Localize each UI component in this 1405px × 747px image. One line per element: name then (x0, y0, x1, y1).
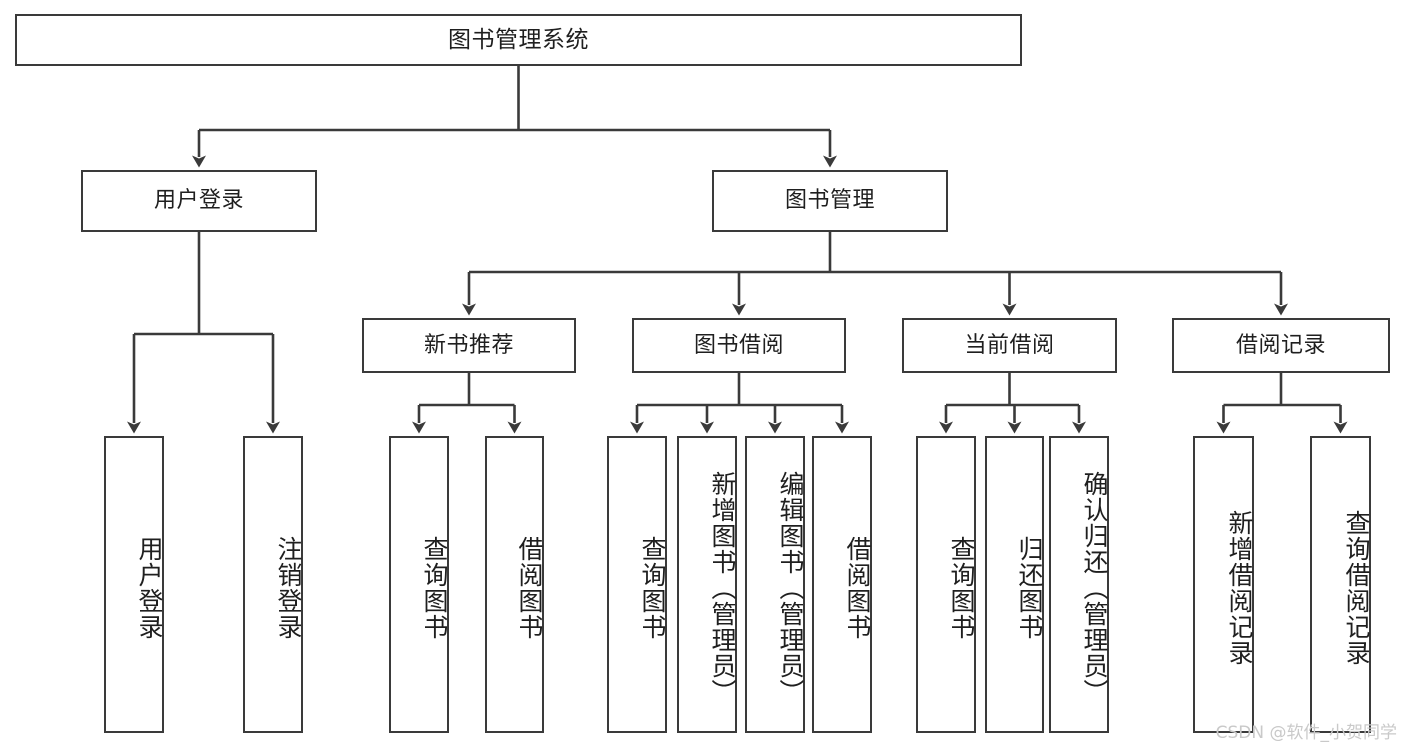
node-leaf-query-book-1[interactable]: 查询图书 (389, 436, 449, 733)
node-leaf-add-record[interactable]: 新增借阅记录 (1193, 436, 1254, 733)
node-leaf-edit-book[interactable]: 编辑图书（管理员） (745, 436, 805, 733)
node-borrow-record[interactable]: 借阅记录 (1172, 318, 1390, 373)
node-leaf-query-book-3[interactable]: 查询图书 (916, 436, 976, 733)
node-label: 借阅记录 (1235, 332, 1326, 358)
node-leaf-confirm-return[interactable]: 确认归还（管理员） (1049, 436, 1109, 733)
node-label: 用户登录 (135, 535, 164, 640)
node-leaf-query-book-2[interactable]: 查询图书 (607, 436, 667, 733)
node-current-borrow[interactable]: 当前借阅 (902, 318, 1117, 373)
node-book-manage[interactable]: 图书管理 (712, 170, 948, 232)
node-label: 新增图书（管理员） (708, 470, 737, 705)
node-label: 图书管理 (784, 188, 875, 214)
node-new-book-rec[interactable]: 新书推荐 (362, 318, 576, 373)
node-label: 借阅图书 (515, 535, 544, 640)
node-label: 注销登录 (274, 535, 303, 640)
node-leaf-return-book[interactable]: 归还图书 (985, 436, 1044, 733)
node-label: 新书推荐 (423, 332, 514, 358)
node-label: 确认归还（管理员） (1080, 470, 1109, 705)
node-leaf-borrow-book-2[interactable]: 借阅图书 (812, 436, 872, 733)
node-leaf-logout[interactable]: 注销登录 (243, 436, 303, 733)
node-label: 用户登录 (153, 188, 244, 214)
node-label: 查询图书 (638, 535, 667, 640)
node-label: 借阅图书 (843, 535, 872, 640)
node-user-login[interactable]: 用户登录 (81, 170, 317, 232)
node-label: 图书管理系统 (448, 26, 589, 53)
node-label: 图书借阅 (693, 332, 784, 358)
node-root[interactable]: 图书管理系统 (15, 14, 1022, 66)
node-label: 当前借阅 (964, 332, 1055, 358)
node-leaf-add-book[interactable]: 新增图书（管理员） (677, 436, 737, 733)
node-label: 新增借阅记录 (1225, 509, 1254, 666)
node-leaf-user-login[interactable]: 用户登录 (104, 436, 164, 733)
node-label: 查询图书 (420, 535, 449, 640)
node-leaf-borrow-book-1[interactable]: 借阅图书 (485, 436, 544, 733)
node-book-borrow[interactable]: 图书借阅 (632, 318, 846, 373)
node-label: 编辑图书（管理员） (776, 470, 805, 705)
node-label: 查询借阅记录 (1342, 509, 1371, 666)
node-leaf-query-record[interactable]: 查询借阅记录 (1310, 436, 1371, 733)
node-label: 归还图书 (1015, 535, 1044, 640)
node-label: 查询图书 (947, 535, 976, 640)
